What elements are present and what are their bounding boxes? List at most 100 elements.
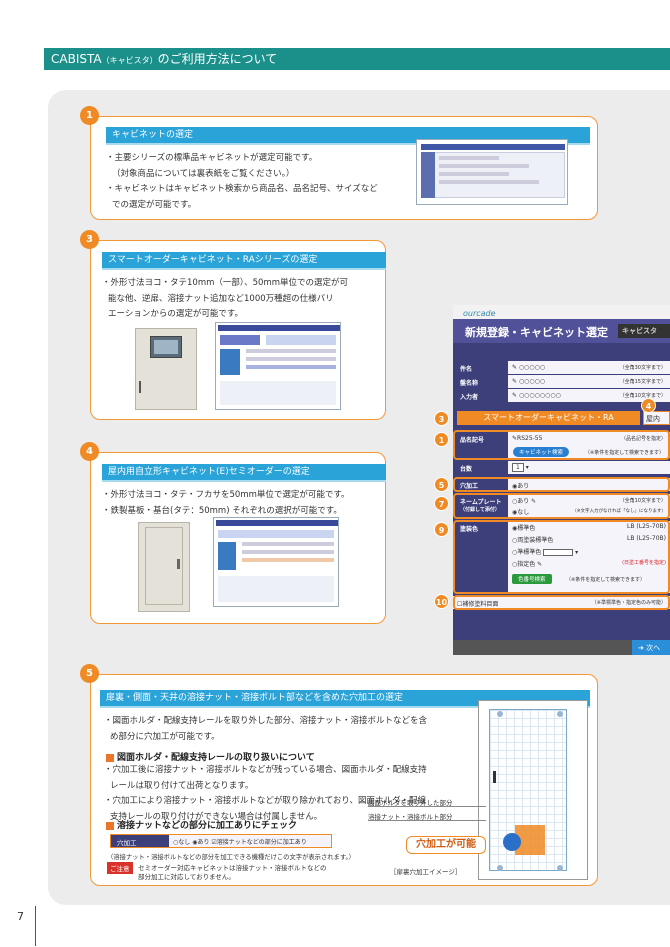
check-options: ○なし ◉あり ☑溶接ナットなどの部分に加工あり bbox=[173, 837, 307, 846]
bullet: ・穴加工後に溶接ナット・溶接ボルトなどが残っている場合、図面ホルダ・配線支持 bbox=[104, 765, 427, 775]
color-note: （※条件を指定して検索できます） bbox=[566, 577, 646, 583]
check-row: 穴加工 ○なし ◉あり ☑溶接ナットなどの部分に加工あり bbox=[110, 834, 332, 848]
bullet: ・図面ホルダ・配線支持レールを取り外した部分、溶接ナット・溶接ボルトなどを含 bbox=[104, 716, 428, 726]
check-opt2: あり bbox=[197, 839, 210, 846]
form-row-label: ネームプレート（付録して添付） bbox=[453, 494, 508, 518]
bullet: 支持レールの取り付けができない場合は付属しません。 bbox=[110, 811, 323, 822]
callout-ana: 穴加工が可能 bbox=[406, 836, 486, 854]
section-5-bullets: ・図面ホルダ・配線支持レールを取り外した部分、溶接ナット・溶接ボルトなどを含 め… bbox=[104, 715, 474, 746]
cabinet-search-button[interactable]: キャビネット検索 bbox=[513, 447, 570, 457]
section-4-title: 屋内用自立形キャビネット(E)セミオーダーの選定 bbox=[102, 464, 386, 482]
form-row-value[interactable]: ◉あり bbox=[508, 478, 670, 491]
form-marker: 4 bbox=[641, 398, 656, 413]
form-marker: 10 bbox=[434, 594, 449, 609]
color-option-code: LB (L25-70B) bbox=[627, 535, 666, 542]
sub-heading-holder: 図面ホルダ・配線支持レールの取り扱いについて bbox=[106, 750, 315, 763]
sub-heading-check: 溶接ナットなどの部分に加工ありにチェック bbox=[106, 818, 297, 831]
nameplate-opt2[interactable]: ◉なし bbox=[512, 509, 530, 516]
check-option-nut[interactable]: ☑溶接ナットなどの部分に加工あり bbox=[211, 839, 307, 846]
nameplate-sub: （付録して添付） bbox=[460, 507, 500, 513]
form-row-note: （全角30文字まで） bbox=[619, 365, 666, 371]
form-row-label: 塗装色 bbox=[453, 521, 508, 593]
color-option-code: LB (L25-70B) bbox=[627, 523, 666, 530]
form-row-label: 穴加工 bbox=[453, 478, 508, 491]
form-row-value[interactable]: ✎ ○○○○○（全角30文字まで） bbox=[508, 361, 670, 374]
qty-select[interactable]: 1 bbox=[512, 463, 524, 472]
nameplate-note1: （全角10文字まで） bbox=[619, 498, 666, 504]
form-marker: 7 bbox=[434, 496, 449, 511]
form-title: 新規登録・キャビネット選定 キャビスタ bbox=[453, 319, 670, 343]
caution-tag: ご注意 bbox=[107, 862, 133, 874]
ra-series-tab[interactable]: スマートオーダーキャビネット・RA bbox=[457, 411, 640, 425]
form-row-note: （品名記号を指定） bbox=[620, 436, 666, 442]
form-row-hinmei: 品名記号 ✎RS25-55（品名記号を指定） bbox=[453, 432, 670, 445]
check-option-yes[interactable]: ◉あり bbox=[192, 839, 210, 846]
section-3-screenshot bbox=[215, 322, 341, 410]
form-row-nyuryokusha: 入力者 ✎ ○○○○○○○○（全角10文字まで） bbox=[453, 389, 670, 402]
color-option[interactable]: ○両塗装標準色 bbox=[512, 537, 554, 544]
form-row-label: 台数 bbox=[453, 461, 508, 474]
ana-value: あり bbox=[517, 483, 530, 490]
cabinet-form-screenshot: ourcade 新規登録・キャビネット選定 キャビスタ 件名 ✎ ○○○○○（全… bbox=[453, 305, 670, 655]
sub-heading-text: 図面ホルダ・配線支持レールの取り扱いについて bbox=[117, 753, 315, 763]
check-opt3: 溶接ナットなどの部分に加工あり bbox=[216, 839, 307, 846]
form-row-label: 盤名称 bbox=[453, 375, 508, 388]
form-row-qty: 台数 1 ▾ bbox=[453, 461, 670, 474]
bullet: ・穴加工により溶接ナット・溶接ボルトなどが取り除かれており、図面ホルダ・配線 bbox=[104, 796, 426, 806]
form-marker: 5 bbox=[434, 477, 449, 492]
color-option-name: 両塗装標準色 bbox=[517, 537, 554, 544]
form-row-value[interactable]: ☐補修塗料目面（※準標準色・指定色のみ可能） bbox=[453, 596, 670, 609]
nameplate-opt1[interactable]: ○あり ✎ bbox=[512, 498, 537, 505]
header-title-main: CABISTA bbox=[51, 52, 102, 66]
form-row-value[interactable]: ✎ ○○○○○○○○（全角10文字まで） bbox=[508, 389, 670, 402]
section-4-bullets: ・外形寸法ヨコ・タテ・フカサを50mm単位で選定が可能です。 ・鉄製基板・基台(… bbox=[102, 489, 392, 520]
check-option-none[interactable]: ○なし bbox=[173, 839, 191, 846]
form-row-value[interactable]: ✎ ○○○○○（全角15文字まで） bbox=[508, 375, 670, 388]
section-4-screenshot bbox=[213, 517, 339, 607]
color-option[interactable]: ○準標準色 ▾ bbox=[512, 549, 579, 556]
nameplate-opt2-text: なし bbox=[517, 509, 530, 516]
bullet: ・外形寸法ヨコ・タテ・フカサを50mm単位で選定が可能です。 bbox=[102, 490, 350, 500]
form-row-note: （全角15文字まで） bbox=[619, 379, 666, 385]
page-header: CABISTA（キャビスタ）のご利用方法について bbox=[44, 48, 670, 70]
color-option-name: 準標準色 bbox=[517, 549, 542, 556]
form-row-color: 塗装色 ◉標準色 LB (L25-70B) ○両塗装標準色 LB (L25-70… bbox=[453, 521, 670, 593]
form-row-value-text: ○○○○○○○○ bbox=[518, 392, 561, 399]
next-button[interactable]: ➔ 次へ bbox=[632, 640, 670, 655]
caution-text-1: セミオーダー対応キャビネットは溶接ナット・溶接ボルトなどの bbox=[138, 864, 327, 872]
bullet: め部分に穴加工が可能です。 bbox=[110, 731, 220, 742]
bullet: ・主要シリーズの標準品キャビネットが選定可能です。 bbox=[106, 153, 318, 163]
form-row-value-text: ○○○○○ bbox=[518, 364, 546, 371]
indoor-tab[interactable]: 屋内 bbox=[643, 411, 670, 425]
form-marker: 9 bbox=[434, 522, 449, 537]
section-5-title: 扉裏・側面・天井の溶接ナット・溶接ボルト部などを含めた穴加工の選定 bbox=[100, 690, 590, 708]
section-3-bullets: ・外形寸法ヨコ・タテ10mm（一部）、50mm単位での選定が可 能な他、逆扉、溶… bbox=[102, 277, 387, 324]
highlight-hinmei bbox=[453, 430, 670, 460]
highlight-hosyu bbox=[453, 595, 670, 610]
door-drawing bbox=[478, 700, 588, 880]
color-option-code: (日塗工番号を指定) bbox=[622, 560, 666, 566]
ra-cabinet-image bbox=[135, 328, 197, 410]
form-row-ana: 穴加工 ◉あり bbox=[453, 478, 670, 491]
color-search-button[interactable]: 色番号検索 bbox=[512, 574, 552, 584]
section-3-number: 3 bbox=[80, 230, 99, 249]
form-row-value[interactable]: ✎RS25-55（品名記号を指定） bbox=[508, 432, 670, 445]
section-1-bullets: ・主要シリーズの標準品キャビネットが選定可能です。 （対象商品については裏表紙を… bbox=[106, 152, 406, 214]
form-logo: ourcade bbox=[453, 305, 670, 323]
form-row-label: 品名記号 bbox=[453, 432, 508, 445]
form-marker: 1 bbox=[434, 432, 449, 447]
search-note: （※条件を指定して検索できます） bbox=[585, 450, 665, 456]
header-title-kana: （キャビスタ） bbox=[101, 56, 158, 65]
check-label: 穴加工 bbox=[111, 835, 169, 847]
highlight-ana bbox=[453, 477, 670, 492]
next-label: 次へ bbox=[646, 644, 661, 652]
form-row-nameplate: ネームプレート（付録して添付） ○あり ✎ （全角10文字まで） ◉なし （※文… bbox=[453, 494, 670, 518]
form-row-value[interactable]: 1 ▾ bbox=[508, 461, 670, 474]
color-option[interactable]: ○指定色 ✎ bbox=[512, 561, 543, 568]
form-row-label: 件名 bbox=[453, 361, 508, 374]
label-holder: 図面ホルダを取り外した部分 bbox=[368, 799, 453, 807]
color-option[interactable]: ◉標準色 bbox=[512, 525, 536, 532]
page-number: 7 bbox=[17, 910, 24, 923]
form-row-value: ◉標準色 LB (L25-70B) ○両塗装標準色 LB (L25-70B) ○… bbox=[508, 521, 670, 593]
bullet: ・鉄製基板・基台(タテ：50mm) それぞれの選択が可能です。 bbox=[102, 505, 342, 516]
